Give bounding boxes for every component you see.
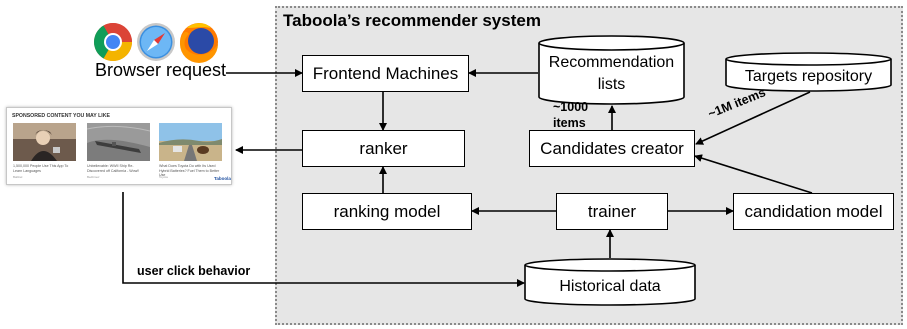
widget-caption-3: What Does Toyota Do with Its Used Hybrid… xyxy=(159,164,220,177)
firefox-icon xyxy=(180,23,218,63)
edge-widget-to-historical xyxy=(122,192,525,287)
db-targets-repository: Targets repository xyxy=(725,52,892,92)
edge-candidationmodel-to-candidates xyxy=(694,154,813,194)
taboola-logo: Taboola xyxy=(214,176,231,181)
node-candidation-model: candidation model xyxy=(733,193,894,230)
system-title: Taboola’s recommender system xyxy=(283,11,541,30)
db-targets-repository-label: Targets repository xyxy=(744,68,873,85)
sponsored-widget: SPONSORED CONTENT YOU MAY LIKE 1,500,000… xyxy=(6,107,232,185)
db-historical-data: Historical data xyxy=(524,258,696,306)
chrome-icon xyxy=(94,23,132,61)
db-recommendation-lists-line1: Recommendation xyxy=(548,54,675,71)
widget-heading: SPONSORED CONTENT YOU MAY LIKE xyxy=(12,113,110,119)
thumbnail-3 xyxy=(159,123,222,161)
db-historical-data-label: Historical data xyxy=(559,278,661,295)
edge-targets-to-candidates xyxy=(695,91,811,145)
node-candidates-creator: Candidates creator xyxy=(529,130,695,167)
node-frontend-machines: Frontend Machines xyxy=(302,55,469,92)
edge-label-1000-items-line2: items xyxy=(553,116,586,130)
widget-caption-1: 1,500,000 People Use This App To Learn L… xyxy=(13,164,69,173)
edge-label-1000-items-line1: ~1000 xyxy=(553,100,589,114)
widget-source-2: Bedtimez xyxy=(87,175,100,179)
node-trainer: trainer xyxy=(556,193,668,230)
node-ranker: ranker xyxy=(302,130,465,167)
thumbnail-2 xyxy=(87,123,150,161)
widget-caption-2: Unbelievable: WWII Ship Re-Discovered of… xyxy=(87,164,140,173)
browser-icons xyxy=(94,23,218,63)
widget-source-3: Toyota xyxy=(159,175,168,179)
safari-icon xyxy=(137,23,175,61)
node-ranking-model: ranking model xyxy=(302,193,472,230)
widget-source-1: Babbel xyxy=(13,175,23,179)
thumbnail-1 xyxy=(13,123,76,161)
browser-request-label: Browser request xyxy=(95,60,227,80)
db-recommendation-lists-line2: lists xyxy=(597,76,626,93)
db-recommendation-lists: Recommendation lists xyxy=(538,35,685,105)
edge-label-user-click-behavior: user click behavior xyxy=(137,264,251,278)
